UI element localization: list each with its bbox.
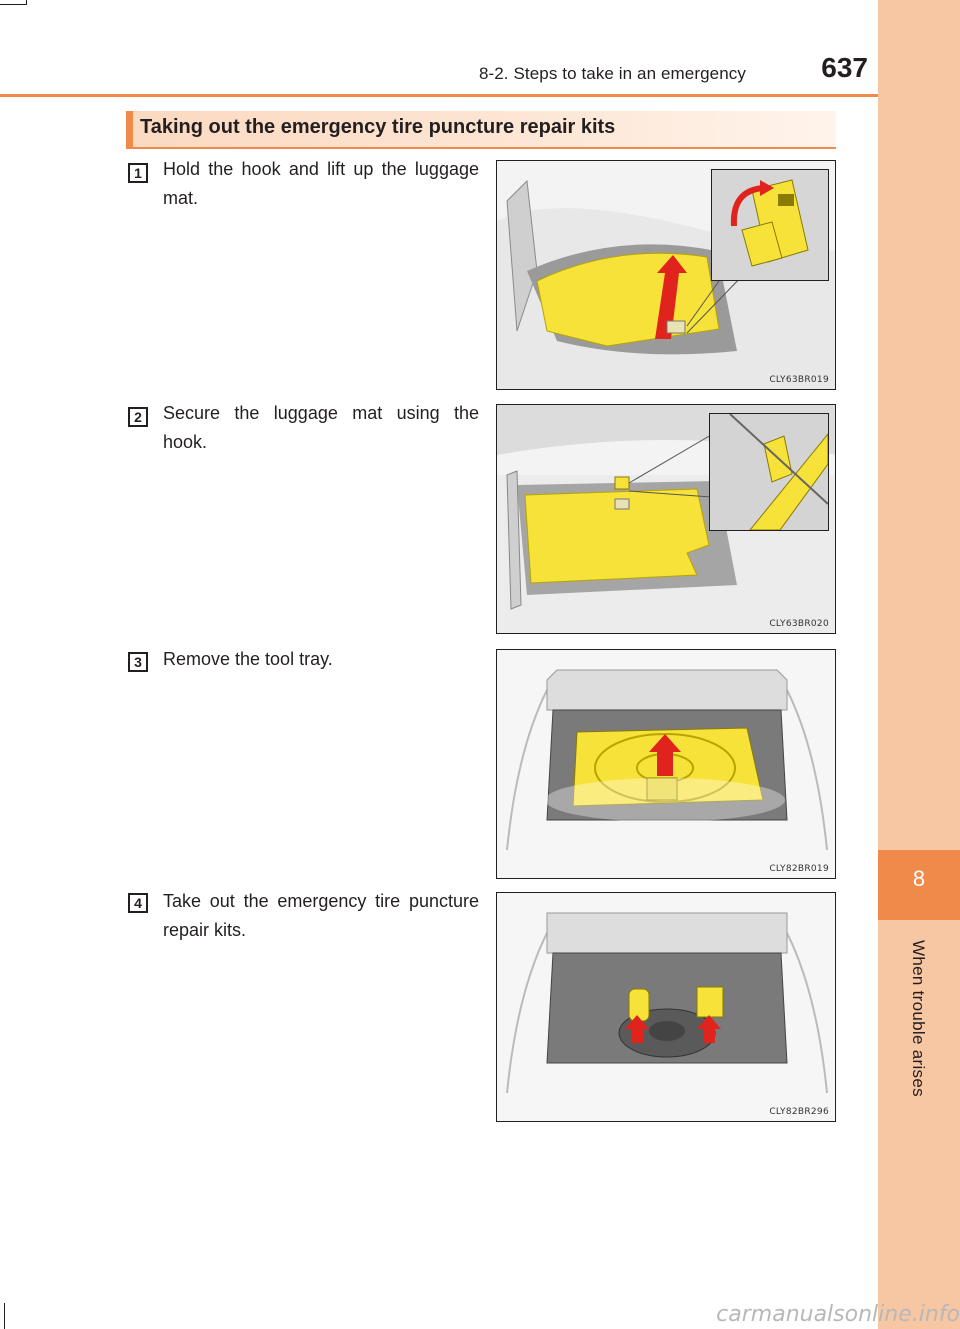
- figure-code: CLY82BR296: [769, 1107, 829, 1117]
- figure-code: CLY82BR019: [769, 864, 829, 874]
- step-text: Secure the luggage mat using the hook.: [163, 403, 479, 452]
- figure-code: CLY63BR020: [769, 619, 829, 629]
- running-header: 8-2. Steps to take in an emergency: [478, 64, 746, 83]
- chapter-title: When trouble arises: [909, 940, 928, 1097]
- step-illustration: CLY82BR296: [496, 892, 836, 1122]
- page-number: 637: [821, 52, 868, 83]
- step-text: Remove the tool tray.: [163, 649, 333, 669]
- watermark: carmanualsonline.info: [716, 1302, 960, 1327]
- step-illustration: CLY63BR019: [496, 160, 836, 390]
- repair-kits-illustration: [497, 893, 835, 1121]
- crop-mark: [0, 4, 26, 5]
- step-number: 2: [128, 407, 148, 427]
- section-title: Taking out the emergency tire puncture r…: [140, 116, 616, 138]
- figure-code: CLY63BR019: [769, 375, 829, 385]
- section-heading-bar: [126, 111, 133, 149]
- section-heading-band: [126, 111, 836, 149]
- chapter-number-box: [878, 850, 960, 920]
- step-number: 3: [128, 652, 148, 672]
- step-illustration: CLY63BR020: [496, 404, 836, 634]
- step-text: Take out the emergency tire puncture rep…: [163, 891, 479, 940]
- chapter-number: 8: [912, 866, 926, 891]
- detail-inset: [709, 413, 829, 531]
- step-text: Hold the hook and lift up the luggage ma…: [163, 159, 479, 208]
- step-number: 4: [128, 893, 148, 913]
- step-number: 1: [128, 163, 148, 183]
- detail-inset: [711, 169, 829, 281]
- header-rule: [0, 94, 878, 97]
- hook-detail-illustration: [712, 170, 828, 280]
- chapter-tab-strip: [878, 0, 960, 1329]
- crop-mark: [26, 0, 27, 5]
- hook-secured-detail-illustration: [710, 414, 828, 530]
- step-illustration: CLY82BR019: [496, 649, 836, 879]
- crop-mark: [4, 1303, 5, 1329]
- tool-tray-illustration: [497, 650, 835, 878]
